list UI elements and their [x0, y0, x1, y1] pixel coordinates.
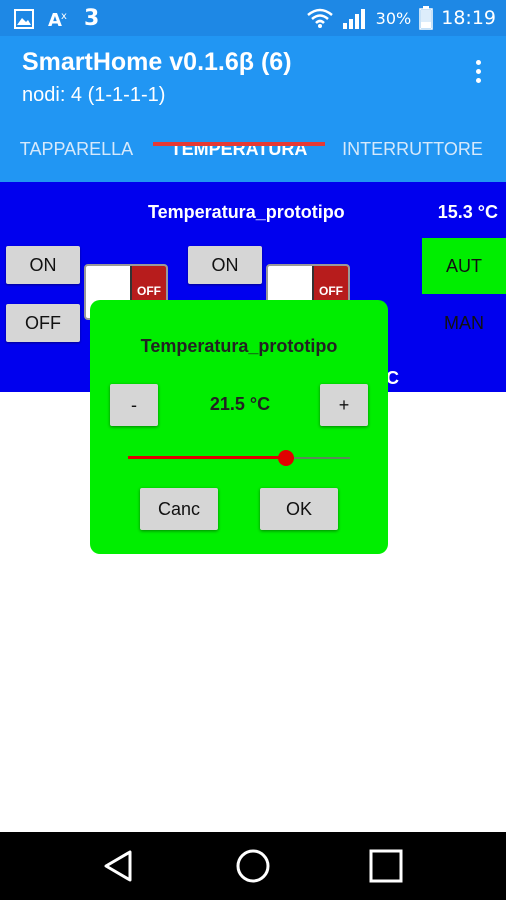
- network-3-icon: 3: [84, 6, 100, 31]
- status-bar-system: 30% 18:19: [306, 6, 496, 30]
- battery-icon: [419, 6, 433, 30]
- signal-icon: [342, 9, 365, 29]
- status-bar-notifications: A x 3: [14, 6, 99, 31]
- mode-man-button[interactable]: MAN: [444, 313, 484, 333]
- dialog-title: Temperatura_prototipo: [140, 336, 338, 356]
- tab-interruttore[interactable]: INTERRUTTORE: [342, 139, 483, 159]
- status-bar: A x 3 30% 18:19: [0, 0, 506, 36]
- tab-temperatura[interactable]: TEMPERATURA: [170, 139, 308, 159]
- tab-indicator: [153, 142, 325, 146]
- overflow-menu-icon[interactable]: [474, 60, 482, 88]
- tab-bar: TAPPARELLA TEMPERATURA INTERRUTTORE: [0, 132, 506, 182]
- wifi-icon: [306, 8, 333, 28]
- temperature-panel: Temperatura_prototipo 15.3 °C ON OFF OFF…: [0, 182, 506, 392]
- current-temperature: 15.3 °C: [437, 202, 498, 222]
- status-time: 18:19: [441, 7, 496, 29]
- ok-button[interactable]: OK: [260, 488, 338, 530]
- setpoint-value: 21.5 °C: [209, 394, 271, 414]
- on-button-1[interactable]: ON: [6, 246, 80, 284]
- home-icon[interactable]: [233, 846, 273, 886]
- on-button-2[interactable]: ON: [188, 246, 262, 284]
- app-title: SmartHome v0.1.6β (6): [22, 48, 292, 76]
- svg-text:x: x: [61, 11, 67, 22]
- off-button-1[interactable]: OFF: [6, 304, 80, 342]
- navigation-bar: [0, 832, 506, 900]
- cancel-button[interactable]: Canc: [140, 488, 218, 530]
- tab-tapparella[interactable]: TAPPARELLA: [19, 139, 134, 159]
- temperature-slider[interactable]: [128, 450, 350, 466]
- temperature-dialog: Temperatura_prototipo - 21.5 °C + Canc O…: [90, 300, 388, 554]
- app-bar: SmartHome v0.1.6β (6) nodi: 4 (1-1-1-1) …: [0, 36, 506, 182]
- app-subtitle: nodi: 4 (1-1-1-1): [22, 84, 166, 106]
- slider-thumb[interactable]: [278, 450, 294, 466]
- recents-icon[interactable]: [366, 846, 406, 886]
- svg-text:A: A: [48, 10, 62, 29]
- translate-icon: A x: [48, 10, 67, 29]
- increase-button[interactable]: +: [320, 384, 368, 426]
- slider-fill: [128, 456, 286, 459]
- decrease-button[interactable]: -: [110, 384, 158, 426]
- panel-title: Temperatura_prototipo: [148, 202, 345, 222]
- mode-aut-button[interactable]: AUT: [422, 238, 506, 294]
- partial-unit-label: C: [386, 368, 399, 388]
- gallery-icon: [14, 8, 34, 29]
- battery-percent: 30%: [375, 8, 412, 28]
- back-icon[interactable]: [100, 846, 140, 886]
